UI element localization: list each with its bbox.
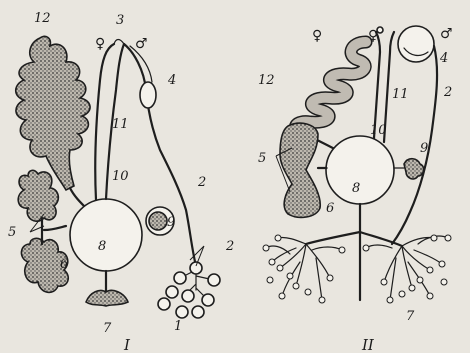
label-5: 5 (8, 225, 16, 240)
female-symbol-2: ♀ (368, 28, 378, 44)
vesicle-4 (398, 26, 434, 62)
label-6: 6 (326, 201, 334, 216)
label-1: 1 (174, 319, 182, 334)
label-7: 7 (406, 309, 415, 324)
label-12: 12 (34, 11, 51, 26)
gland-9 (404, 159, 424, 179)
panel-i-numeral: I (123, 336, 131, 353)
label-11: 11 (112, 117, 129, 132)
female-symbol: ♀ (95, 36, 105, 52)
label-4: 4 (439, 51, 448, 66)
panel-ii-numeral: II (361, 336, 375, 353)
vesicle-4 (140, 82, 156, 108)
label-8: 8 (98, 239, 106, 254)
label-2-lower: 2 (225, 239, 234, 254)
tubule-tree-right (366, 236, 448, 300)
organ-7 (86, 290, 128, 306)
label-10: 10 (112, 169, 129, 184)
label-9: 9 (167, 215, 175, 230)
label-12: 12 (258, 73, 275, 88)
male-symbol: ♂ (135, 36, 148, 52)
label-5: 5 (258, 151, 266, 166)
label-8: 8 (352, 181, 360, 196)
gland-12 (16, 36, 90, 190)
male-symbol: ♂ (440, 26, 453, 42)
label-2-upper: 2 (197, 175, 206, 190)
panel-ii (263, 26, 451, 303)
reservoir-8 (70, 199, 142, 271)
label-3: 3 (116, 13, 124, 28)
label-9: 9 (420, 141, 428, 156)
label-2: 2 (443, 85, 452, 100)
gland-5 (280, 123, 320, 217)
label-10: 10 (370, 123, 387, 138)
cluster-1 (158, 262, 220, 318)
gland-9 (149, 212, 167, 230)
label-4: 4 (167, 73, 176, 88)
label-7: 7 (103, 321, 112, 336)
female-symbol-1: ♀ (312, 28, 322, 44)
gland-5 (18, 170, 58, 221)
label-6: 6 (60, 257, 68, 272)
label-11: 11 (392, 87, 409, 102)
